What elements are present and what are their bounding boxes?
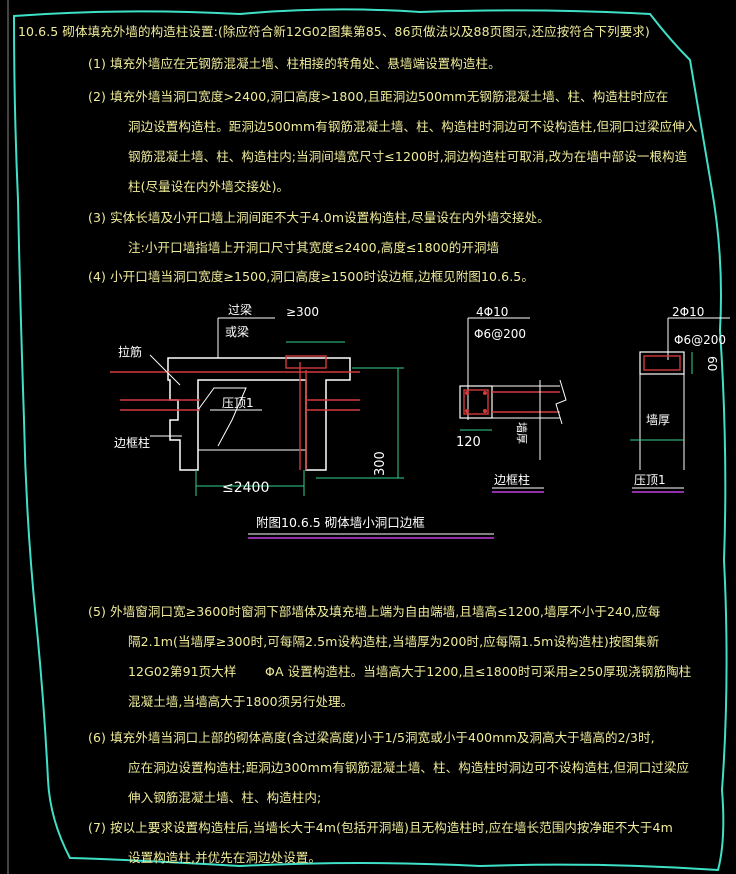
label-ge300: ≥300: [286, 305, 319, 319]
frame-dim-label: 120: [456, 435, 481, 450]
frame-wall-label: 墙厚: [515, 422, 529, 444]
frame-rebar-label: 4Φ10: [476, 305, 508, 319]
item-7-line-1: (7) 按以上要求设置构造柱后,当墙长大于4m(包括开洞墙)且无构造柱时,应在墙…: [88, 820, 673, 835]
item-3-line-1: (3) 实体长墙及小开口墙上洞间距不大于4.0m设置构造柱,尽量设在内外墙交接处…: [88, 210, 550, 225]
item-6-line-3: 伸入钢筋混凝土墙、柱、构造柱内;: [128, 790, 322, 805]
item-5-line-1: (5) 外墙窗洞口宽≥3600时窗洞下部墙体及填充墙上端为自由端墙,且墙高≤12…: [88, 604, 661, 619]
label-le2400: ≤2400: [222, 480, 269, 496]
heading: 10.6.5 砌体填充外墙的构造柱设置:(除应符合新12G02图集第85、86页…: [18, 24, 650, 39]
figure-caption: 附图10.6.5 砌体墙小洞口边框: [256, 515, 425, 530]
item-4: (4) 小开口墙当洞口宽度≥1500,洞口高度≥1500时设边框,边框见附图10…: [88, 269, 534, 284]
item-5-line-3b: ΦA 设置构造柱。当墙高大于1200,且≤1800时可采用≥250厚现浇钢筋陶柱: [265, 664, 692, 679]
item-2-line-1: (2) 填充外墙当洞口宽度>2400,洞口高度>1800,且距洞边500mm无钢…: [88, 89, 669, 104]
item-5-line-4: 混凝土墙,当墙高大于1800须另行处理。: [128, 694, 354, 709]
label-lintel-a: 过梁: [228, 302, 252, 317]
item-3-line-2: 注:小开口墙指墙上开洞口尺寸其宽度≤2400,高度≤1800的开洞墙: [128, 240, 500, 255]
label-frame-col: 边框柱: [114, 435, 150, 450]
press-wall-label: 墙厚: [646, 413, 670, 427]
item-2-line-2: 洞边设置构造柱。距洞边500mm有钢筋混凝土墙、柱、构造柱时洞边可不设构造柱,但…: [128, 119, 698, 134]
press-stirrup-label: Φ6@200: [674, 333, 726, 347]
item-6-line-2: 应在洞边设置构造柱;距洞边300mm有钢筋混凝土墙、柱、构造柱时洞边可不设构造柱…: [128, 760, 690, 775]
item-2-line-3: 钢筋混凝土墙、柱、构造柱内;当洞间墙宽尺寸≤1200时,洞边构造柱可取消,改为在…: [128, 149, 688, 164]
label-lintel-b: 或梁: [225, 324, 249, 339]
label-dim-300: 300: [373, 451, 388, 476]
item-5-line-3a: 12G02第91页大样: [128, 664, 237, 679]
label-press-top: 压顶1: [222, 396, 254, 410]
press-rebar-label: 2Φ10: [672, 305, 704, 319]
frame-section-title: 边框柱: [494, 472, 530, 487]
item-6-line-1: (6) 填充外墙当洞口上部的砌体高度(含过梁高度)小于1/5洞宽或小于400mm…: [88, 730, 655, 745]
press-dim-label: 60: [705, 356, 719, 371]
label-tie-bar: 拉筋: [118, 344, 142, 359]
press-section-title: 压顶1: [634, 473, 666, 487]
item-5-line-2: 隔2.1m(当墙厚≥300时,可每隔2.5m设构造柱,当墙厚为200时,应每隔1…: [128, 634, 660, 649]
frame-stirrup-label: Φ6@200: [474, 327, 526, 341]
item-7-line-2: 设置构造柱,并优先在洞边处设置。: [128, 850, 322, 865]
item-2-line-4: 柱(尽量设在内外墙交接处)。: [128, 179, 290, 194]
item-1: (1) 填充外墙应在无钢筋混凝土墙、柱相接的转角处、悬墙端设置构造柱。: [88, 56, 501, 71]
